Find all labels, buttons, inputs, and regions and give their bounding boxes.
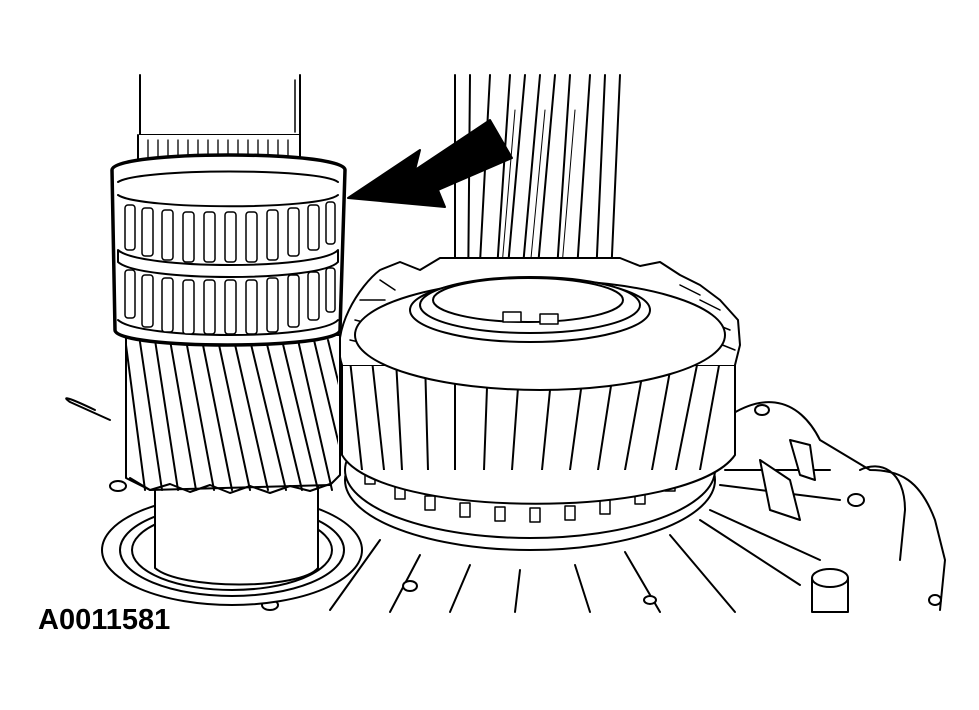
helical-input-gear (125, 334, 341, 494)
direction-arrow (347, 119, 513, 208)
countershaft-gear (338, 257, 741, 551)
figure-code-label: A0011581 (38, 604, 171, 636)
needle-roller-bearing (110, 153, 347, 347)
